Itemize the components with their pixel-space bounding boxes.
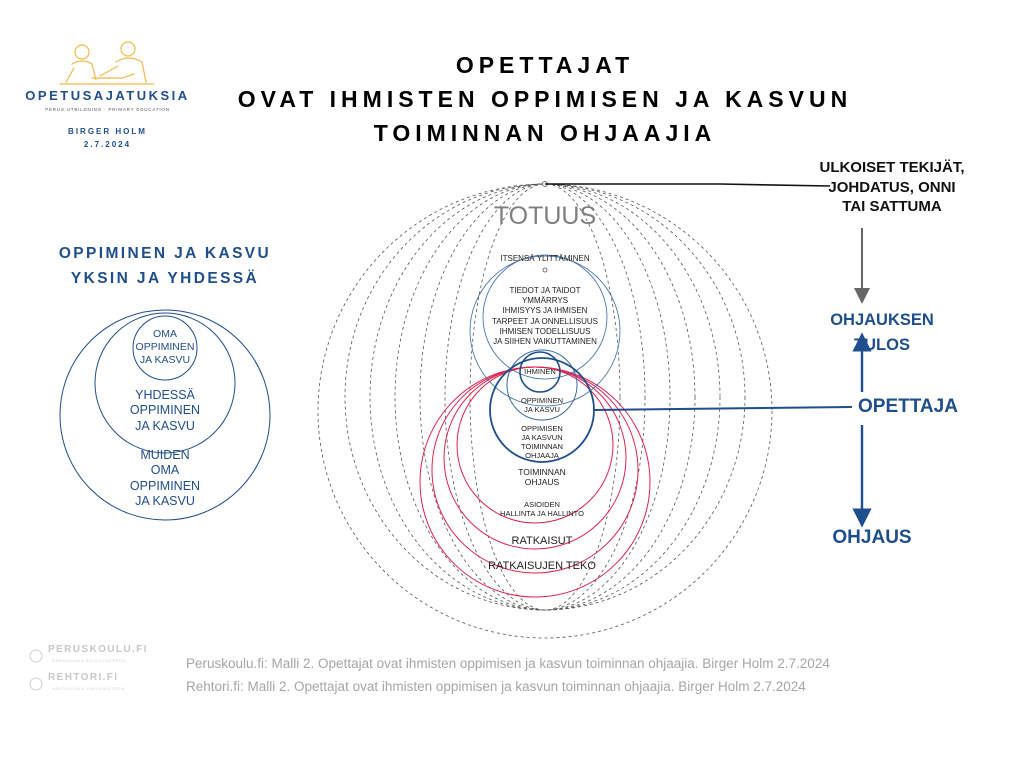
footer-line-2: Rehtori.fi: Malli 2. Opettajat ovat ihmi…: [186, 679, 806, 694]
left-middle-line: YHDESSÄ: [135, 388, 195, 402]
left-middle-circle: [94, 312, 236, 454]
tiedot-circle: [482, 254, 608, 380]
tiedot-line: JA SIIHEN VAIKUTTAMINEN: [493, 337, 597, 347]
tulos-line: OHJAUKSEN: [830, 311, 934, 329]
external-factors-line-text: TAI SATTUMA: [842, 198, 942, 215]
left-heading-line-1: OPPIMINEN JA KASVU: [58, 245, 272, 262]
left-outer-label: MUIDEN OMA OPPIMINEN JA KASVU: [105, 448, 225, 509]
ohjaaja-line: OHJAAJA: [525, 451, 559, 461]
ohjaaja-label: OPPIMISEN JA KASVUN TOIMINNAN OHJAAJA: [492, 424, 592, 461]
tiedot-line: IHMISYYS JA IHMISEN: [502, 306, 588, 316]
peruskoulu-globe: [29, 649, 43, 663]
rehtori-tagline: NÄKÖKULMIA JOHTAJUUTEEN: [52, 686, 125, 691]
logo-title: OPETUSAJATUKSIA: [25, 88, 190, 103]
oppiminen-label: OPPIMINEN JA KASVU: [492, 396, 592, 414]
tulos-line: TULOS: [854, 335, 910, 354]
dashed-ring-4: [394, 183, 696, 611]
dashed-circles: [317, 183, 773, 639]
dashed-ring-1: [469, 183, 621, 611]
itsensa-label: ITSENSÄ YLITTÄMINEN: [500, 254, 590, 263]
footer-line-1: Peruskoulu.fi: Malli 2. Opettajat ovat i…: [186, 656, 830, 671]
red-circles: [419, 366, 651, 598]
ohjaaja-line: TOIMINNAN: [521, 442, 563, 452]
ohjaus-label: OHJAUS: [832, 527, 912, 548]
rehtori-logo: REHTORI.FI: [48, 672, 119, 683]
left-heading-line-2: YKSIN JA YHDESSÄ: [70, 270, 260, 287]
logo: OPETUSAJATUKSIA PERUS UTBILDNING · PRIMA…: [0, 0, 210, 160]
peruskoulu-logo: PERUSKOULU.FI: [48, 644, 148, 655]
left-middle-label: YHDESSÄ OPPIMINEN JA KASVU: [105, 388, 225, 434]
title-line-3: TOIMINNAN OHJAAJIA: [373, 120, 717, 146]
side-logo-globes: [29, 649, 43, 691]
asioiden-line: HALLINTA JA HALLINTO: [500, 509, 584, 519]
external-factors-line-text: JOHDATUS, ONNI: [828, 178, 956, 196]
rehtori-globe: [29, 677, 43, 691]
ohjaaja-line: JA KASVUN: [521, 433, 563, 443]
left-inner-circle: [132, 315, 198, 381]
ratkaisut-label: RATKAISUT: [511, 535, 573, 547]
logo-date: 2.7.2024: [83, 140, 132, 149]
left-outer-line: MUIDEN: [140, 448, 190, 462]
ratkaisujen-teko-label: RATKAISUJEN TEKO: [488, 560, 596, 572]
left-outer-line: JA KASVU: [135, 493, 195, 508]
ohjauksen-tulos-label: OHJAUKSEN TULOS: [822, 308, 942, 358]
title-line-2: OVAT IHMISTEN OPPIMISEN JA KASVUN: [237, 86, 853, 112]
tiedot-line: TIEDOT JA TAIDOT: [509, 286, 581, 295]
left-middle-line: OPPIMINEN: [129, 403, 201, 418]
left-outer-line: OPPIMINEN: [129, 478, 201, 493]
left-inner-line: OPPIMINEN: [135, 340, 195, 353]
teacher-student-illustration: [59, 41, 155, 85]
opettaja-connector-line: [593, 406, 853, 411]
ohjaaja-line: OPPIMISEN: [521, 424, 563, 433]
toiminnan-line: TOIMINNAN: [518, 467, 566, 477]
tiedot-line: YMMÄRRYS: [521, 296, 569, 306]
itsensa-circle: [469, 255, 621, 407]
external-factors-line-text: ULKOISET TEKIJÄT,: [819, 159, 965, 176]
tiedot-line: IHMISEN TODELLISUUS: [499, 326, 591, 336]
tiedot-label: TIEDOT JA TAIDOT YMMÄRRYS IHMISYYS JA IH…: [465, 286, 625, 347]
totuus-label: TOTUUS: [493, 202, 597, 230]
left-inner-line: JA KASVU: [139, 353, 191, 366]
left-inner-line: OMA: [153, 328, 177, 340]
dashed-ring-3: [419, 183, 671, 611]
opettaja-label: OPETTAJA: [858, 396, 958, 417]
left-outer-circle: [59, 309, 271, 521]
logo-subtitle: PERUS UTBILDNING · PRIMARY EDUCATION: [45, 107, 170, 112]
asioiden-line: ASIOIDEN: [524, 500, 560, 509]
tiedot-line: TARPEET JA ONNELLISUUS: [492, 316, 598, 326]
red-circle-4: [419, 366, 651, 598]
itsensa-point: [542, 267, 548, 273]
toiminnan-line: OHJAUS: [524, 477, 560, 488]
title-line-1: OPETTAJAT: [455, 52, 635, 78]
oppiminen-circle: [506, 349, 578, 421]
left-middle-line: JA KASVU: [135, 418, 195, 433]
toiminnan-ohjaus-label: TOIMINNAN OHJAUS: [487, 467, 597, 488]
logo-author: BIRGER HOLM: [68, 127, 147, 136]
external-factors-line: [545, 183, 831, 187]
dashed-ring-5: [369, 183, 721, 611]
ihminen-circle: [519, 351, 561, 393]
external-factors-label: ULKOISET TEKIJÄT, JOHDATUS, ONNI TAI SAT…: [812, 158, 972, 217]
asioiden-label: ASIOIDEN HALLINTA JA HALLINTO: [482, 500, 602, 518]
oppiminen-line: JA KASVU: [524, 405, 560, 415]
peruskoulu-tagline: NÄKÖKULMIA KOULUTUKSEEN: [52, 658, 126, 663]
ihminen-label: IHMINEN: [524, 367, 556, 376]
left-outer-line: OMA: [150, 463, 180, 478]
left-circles: [59, 309, 271, 521]
oppiminen-line: OPPIMINEN: [520, 396, 564, 405]
left-inner-label: OMA OPPIMINEN JA KASVU: [115, 328, 215, 366]
